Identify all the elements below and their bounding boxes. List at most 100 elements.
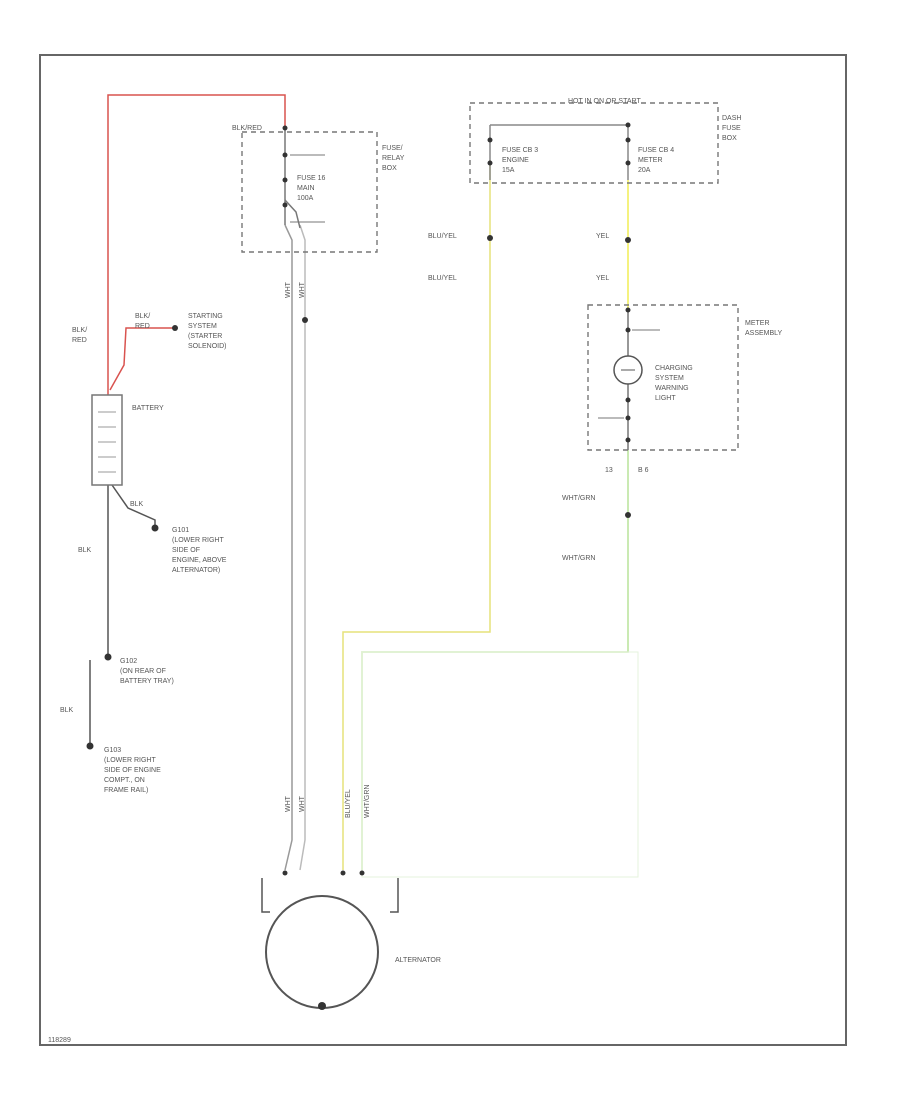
starting-system-label-2: SYSTEM xyxy=(188,323,217,330)
fuse-box-node-4 xyxy=(282,202,288,208)
g101-label-4: ENGINE, ABOVE xyxy=(172,557,227,564)
charging-light-label-3: WARNING xyxy=(655,385,689,392)
fuse4-node-mid xyxy=(625,137,631,143)
wire-blk-red-main xyxy=(107,94,286,395)
g102-ground-node xyxy=(104,653,112,661)
wire-label-blu-yel-v: BLU/YEL xyxy=(345,789,352,818)
blu-yel-connector-node xyxy=(487,235,493,241)
alternator-node-3 xyxy=(359,870,365,876)
wire-label-wht-v1: WHT xyxy=(285,281,292,298)
fuse4-label-2: METER xyxy=(638,157,663,164)
g103-ground-node xyxy=(86,742,94,750)
wire-label-wht-grn-2: WHT/GRN xyxy=(562,555,595,562)
wire-wht-grn xyxy=(361,450,629,870)
fuse16-label-3: 100A xyxy=(297,195,314,202)
charging-light-label-4: LIGHT xyxy=(655,395,676,402)
fuse4-label-3: 20A xyxy=(638,167,651,174)
meter-node-5 xyxy=(625,437,631,443)
fuse16-element xyxy=(284,199,301,229)
wire-label-blk-lower: BLK xyxy=(60,707,74,714)
meter-node-4 xyxy=(625,415,631,421)
g102-label-2: (ON REAR OF xyxy=(120,668,166,675)
alternator-bracket-right xyxy=(390,878,399,913)
wire-label-blk: BLK xyxy=(78,547,92,554)
wire-label-blu-yel-1: BLU/YEL xyxy=(428,233,457,240)
fuse3-node-bottom xyxy=(487,160,493,166)
hot-in-on-or-start-label: HOT IN ON OR START xyxy=(568,98,641,105)
wire-label-blu-yel-2: BLU/YEL xyxy=(428,275,457,282)
fuse-box-node-3 xyxy=(282,177,288,183)
wire-label-yel-1: YEL xyxy=(596,233,609,240)
wire-label-blk-red-top: BLK/RED xyxy=(232,125,262,132)
fuse-relay-box xyxy=(241,131,378,253)
meter-assembly-label-1: METER xyxy=(745,320,770,327)
g101-label-5: ALTERNATOR) xyxy=(172,567,220,574)
wire-label-starter-2: RED xyxy=(135,323,150,330)
yel-connector-node xyxy=(625,237,631,243)
alternator-node-1 xyxy=(282,870,288,876)
wire-label-wht-grn-1: WHT/GRN xyxy=(562,495,595,502)
wire-blu-yel xyxy=(342,160,491,870)
g103-label-3: SIDE OF ENGINE xyxy=(104,767,161,774)
alternator-symbol xyxy=(265,895,379,1009)
alternator-node-2 xyxy=(340,870,346,876)
battery-symbol xyxy=(91,394,123,486)
battery-label: BATTERY xyxy=(132,405,164,412)
fuse3-label-2: ENGINE xyxy=(502,157,529,164)
fuse4-label-1: FUSE CB 4 xyxy=(638,147,674,154)
g103-label-4: COMPT., ON xyxy=(104,777,145,784)
meter-node-2 xyxy=(625,327,631,333)
fuse4-node-top xyxy=(625,122,631,128)
dash-fuse-box-label-1: DASH xyxy=(722,115,741,122)
meter-node-3 xyxy=(625,397,631,403)
g101-label-1: G101 xyxy=(172,527,189,534)
wire-label-wht-v2: WHT xyxy=(299,281,306,298)
fuse16-label-1: FUSE 16 xyxy=(297,175,326,182)
figure-id: 118289 xyxy=(48,1037,71,1044)
wire-label-wht-v4: WHT xyxy=(299,795,306,812)
g101-label-2: (LOWER RIGHT xyxy=(172,537,224,544)
starting-system-label-3: (STARTER xyxy=(188,333,222,340)
fuse-box-node-5 xyxy=(302,317,308,323)
meter-node-1 xyxy=(625,307,631,313)
wire-label-wht-grn-v: WHT/GRN xyxy=(364,785,371,818)
green-highlight-area xyxy=(361,651,639,878)
fuse-relay-box-label-3: BOX xyxy=(382,165,397,172)
dash-fuse-box-label-3: BOX xyxy=(722,135,737,142)
g103-label-5: FRAME RAIL) xyxy=(104,787,148,794)
fuse3-label-3: 15A xyxy=(502,167,515,174)
wht-grn-connector-node xyxy=(625,512,631,518)
diagram-border xyxy=(39,54,847,1046)
charging-light-label-1: CHARGING xyxy=(655,365,693,372)
starting-system-label-1: STARTING xyxy=(188,313,223,320)
fuse-box-node-2 xyxy=(282,152,288,158)
g101-ground-node xyxy=(151,524,159,532)
wire-label-starter-1: BLK/ xyxy=(135,313,150,320)
charging-light-label-2: SYSTEM xyxy=(655,375,684,382)
meter-connector-13: 13 xyxy=(605,467,613,474)
wire-label-blk-ground: BLK xyxy=(130,501,144,508)
alternator-label: ALTERNATOR xyxy=(395,957,441,964)
wire-label-yel-2: YEL xyxy=(596,275,609,282)
fuse16-label-2: MAIN xyxy=(297,185,315,192)
alternator-ground-node xyxy=(318,1002,326,1010)
meter-assembly-box xyxy=(587,304,739,451)
wire-blk-red-starter xyxy=(109,327,175,391)
g102-label-1: G102 xyxy=(120,658,137,665)
g103-label-1: G103 xyxy=(104,747,121,754)
meter-connector-b6: B 6 xyxy=(638,467,649,474)
fuse-box-node-1 xyxy=(282,125,288,131)
meter-assembly-label-2: ASSEMBLY xyxy=(745,330,783,337)
starting-system-label-4: SOLENOID) xyxy=(188,343,227,350)
fuse3-node-top xyxy=(487,137,493,143)
starter-node xyxy=(172,325,178,331)
fuse-relay-box-label-1: FUSE/ xyxy=(382,145,403,152)
wire-blk-ground-g101 xyxy=(111,484,156,527)
wire-label-wht-v3: WHT xyxy=(285,795,292,812)
dash-fuse-box xyxy=(469,102,719,184)
g103-label-2: (LOWER RIGHT xyxy=(104,757,156,764)
fuse3-label-1: FUSE CB 3 xyxy=(502,147,538,154)
fuse4-node-bottom xyxy=(625,160,631,166)
g102-label-3: BATTERY TRAY) xyxy=(120,678,174,685)
